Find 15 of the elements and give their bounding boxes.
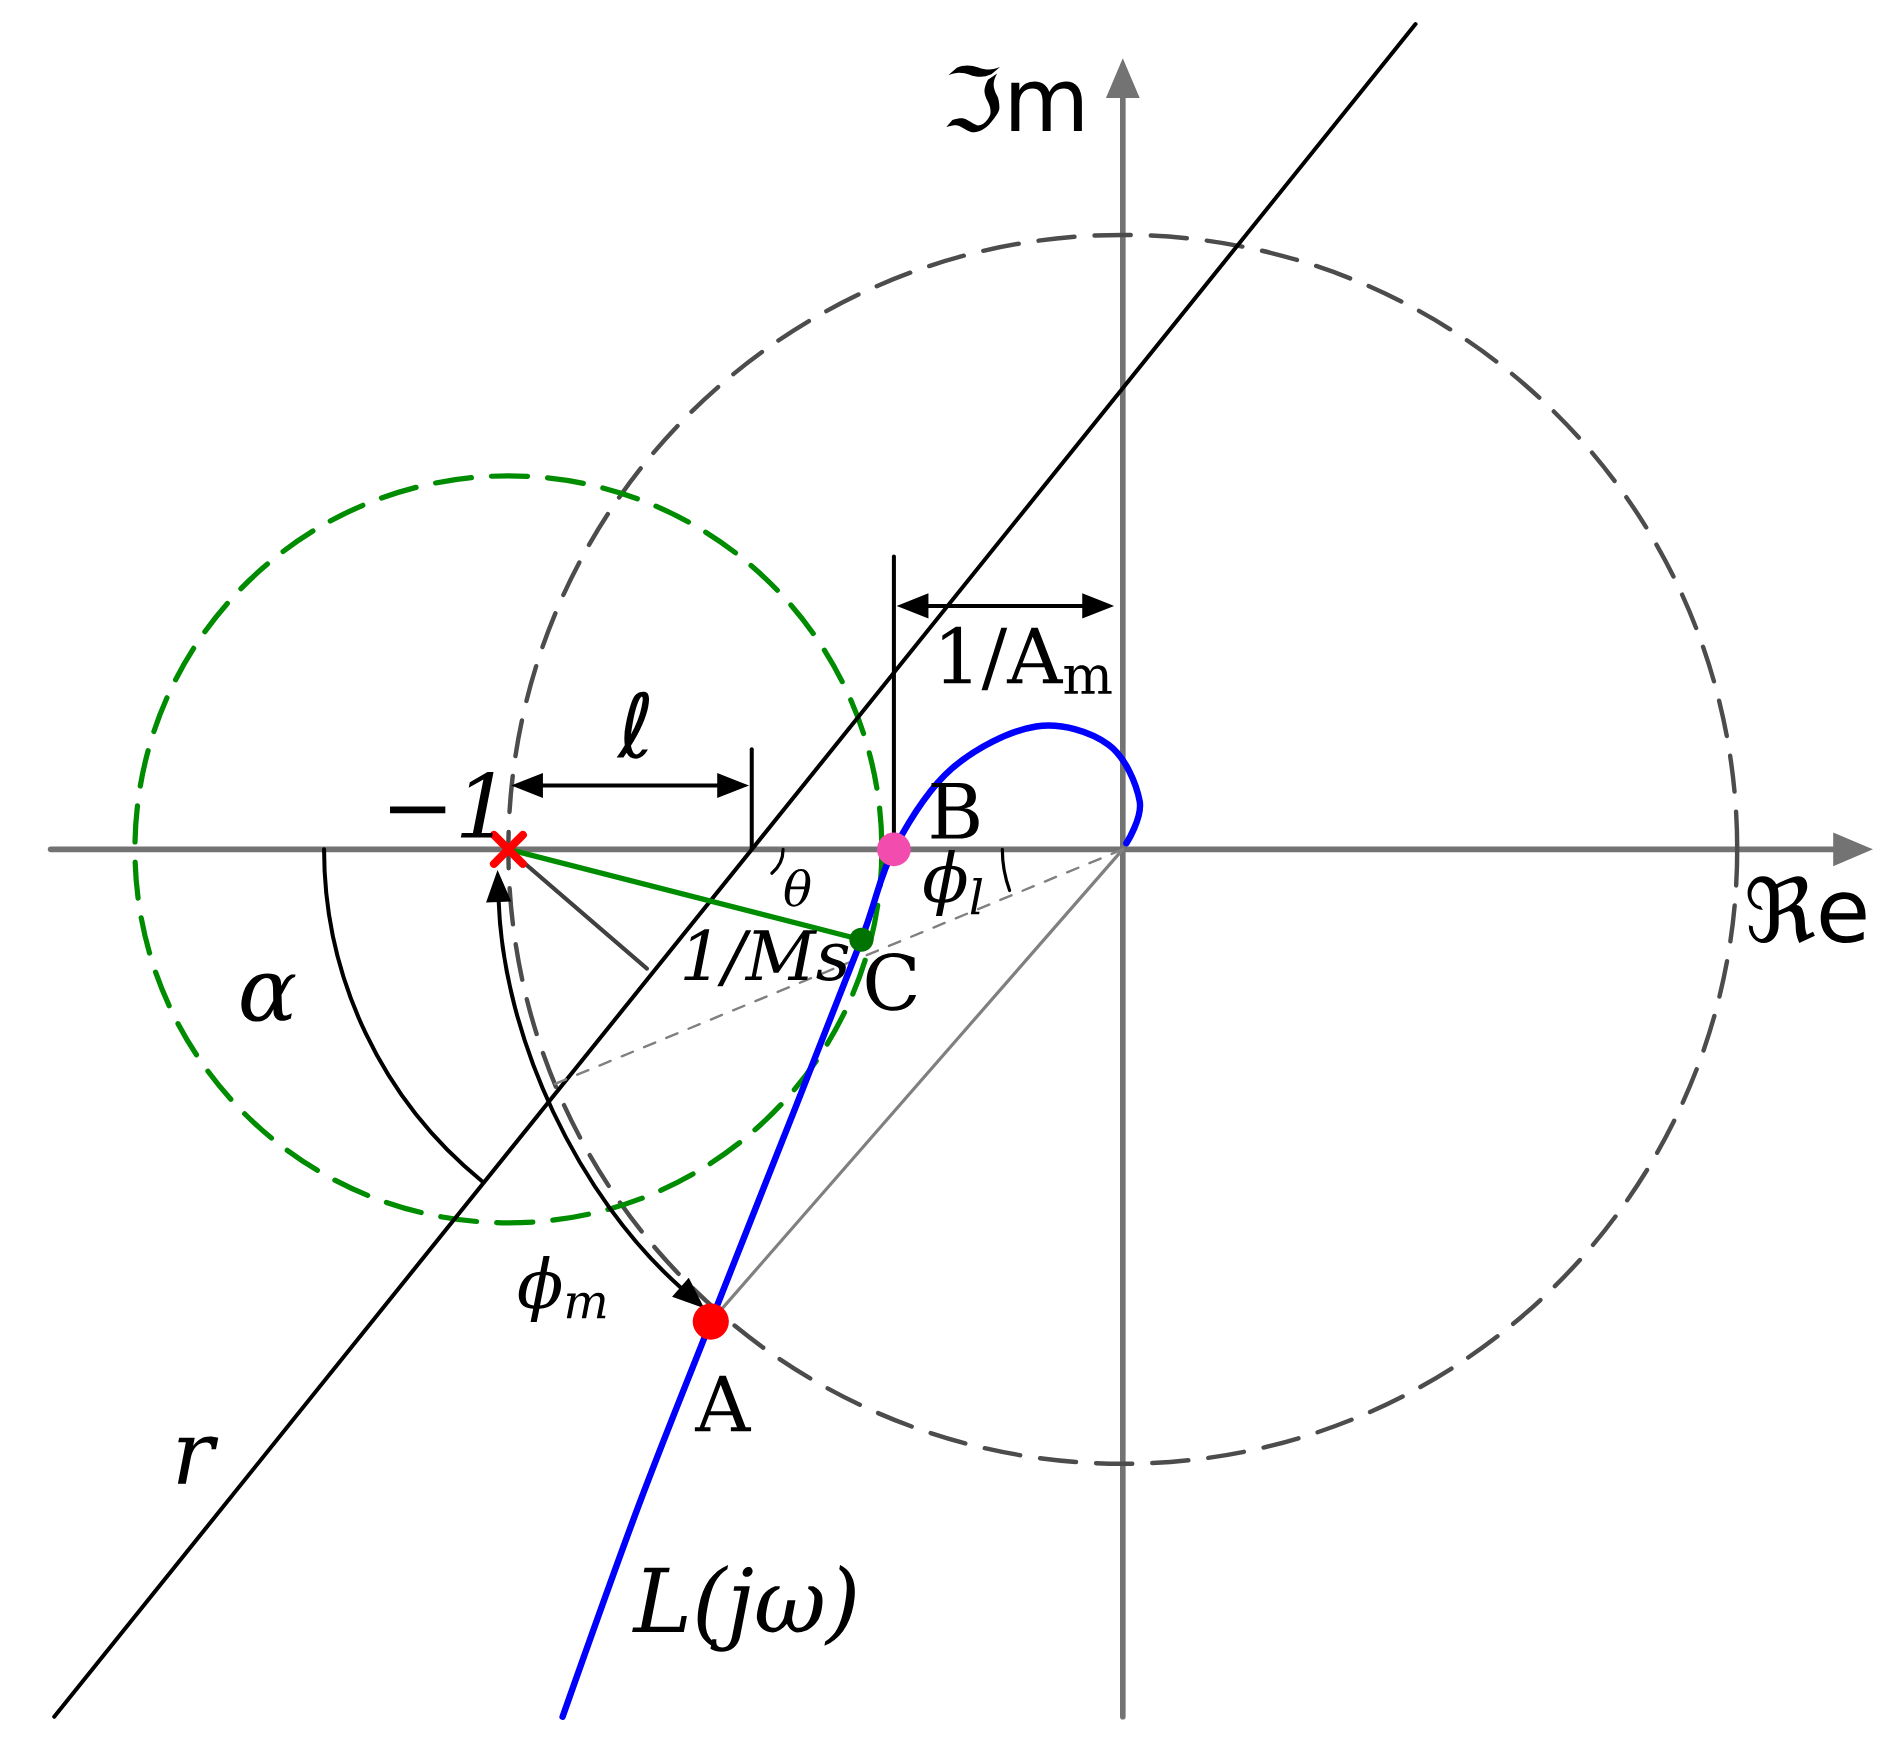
angle-label: α [241,973,296,1022]
point-label: A [694,1375,752,1432]
point-label: −1 [390,771,494,838]
point-label: B [931,782,979,839]
angle-label: ϕ$_{m}$ [518,1255,606,1322]
distance-label: 1/Ms [684,929,849,987]
angle-label: θ [784,868,811,907]
dimension-label: 1/A$_{m}$ [942,626,1112,694]
angle-label: ϕ$_{l}$ [924,849,983,916]
dimension-label: ℓ [616,691,650,759]
line-label: r [177,1436,219,1484]
axis-label: ℑm [946,65,1082,132]
axis-label: ℜe [1747,875,1866,943]
point-label: C [866,952,917,1011]
curve-label: L(jω) [632,1564,855,1652]
